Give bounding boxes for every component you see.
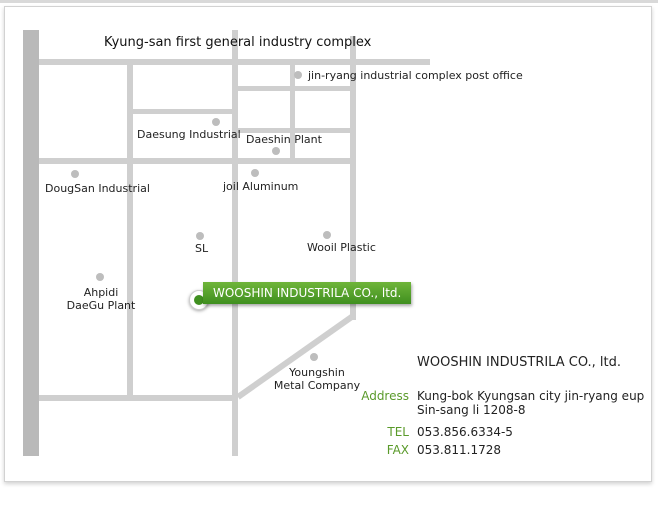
main-road-west bbox=[23, 30, 39, 456]
map-frame bbox=[4, 6, 652, 482]
tel-label: TEL bbox=[387, 425, 409, 439]
road-v-1 bbox=[127, 65, 133, 395]
company-name: WOOSHIN INDUSTRILA CO., ltd. bbox=[417, 355, 622, 370]
company-marker-label[interactable]: WOOSHIN INDUSTRILA CO., ltd. bbox=[203, 282, 412, 304]
place-label-dougsan: DougSan Industrial bbox=[45, 182, 150, 195]
road-h-4 bbox=[237, 128, 354, 133]
place-dot-dougsan bbox=[71, 170, 79, 178]
road-h-5 bbox=[39, 158, 354, 164]
place-dot-ahpidi bbox=[96, 273, 104, 281]
top-strip bbox=[0, 0, 658, 3]
place-dot-joil bbox=[251, 169, 259, 177]
place-dot-wooil bbox=[323, 231, 331, 239]
fax-label: FAX bbox=[386, 443, 409, 457]
fax-value: 053.811.1728 bbox=[417, 443, 501, 457]
address-line-1: Kung-bok Kyungsan city jin-ryang eup bbox=[417, 389, 645, 403]
place-label-daesung: Daesung Industrial bbox=[137, 128, 241, 141]
place-label-daeshin: Daeshin Plant bbox=[246, 133, 322, 146]
tel-value[interactable]: 053.856.6334-5 bbox=[417, 425, 513, 439]
place-dot-youngshin bbox=[310, 353, 318, 361]
road-h-6 bbox=[39, 395, 238, 401]
place-label-youngshin: Youngshin Metal Company bbox=[273, 366, 361, 392]
road-v-4 bbox=[350, 36, 356, 320]
road-v-2 bbox=[232, 30, 238, 456]
road-h-3 bbox=[130, 109, 234, 114]
road-h-2 bbox=[237, 86, 354, 91]
place-dot-sl bbox=[196, 232, 204, 240]
place-label-joil: joil Aluminum bbox=[223, 180, 299, 193]
place-label-post-office: jin-ryang industrial complex post office bbox=[308, 69, 523, 82]
road-v-3 bbox=[290, 65, 295, 160]
address-label: Address bbox=[361, 389, 409, 403]
place-dot-post-office bbox=[294, 71, 302, 79]
map-title: Kyung-san first general industry complex bbox=[104, 35, 372, 50]
place-dot-daesung bbox=[212, 118, 220, 126]
place-dot-daeshin bbox=[272, 147, 280, 155]
place-label-wooil: Wooil Plastic bbox=[307, 241, 376, 254]
place-label-ahpidi: Ahpidi DaeGu Plant bbox=[66, 286, 136, 312]
address-line-2: Sin-sang li 1208-8 bbox=[417, 403, 526, 417]
place-label-sl: SL bbox=[195, 242, 209, 255]
